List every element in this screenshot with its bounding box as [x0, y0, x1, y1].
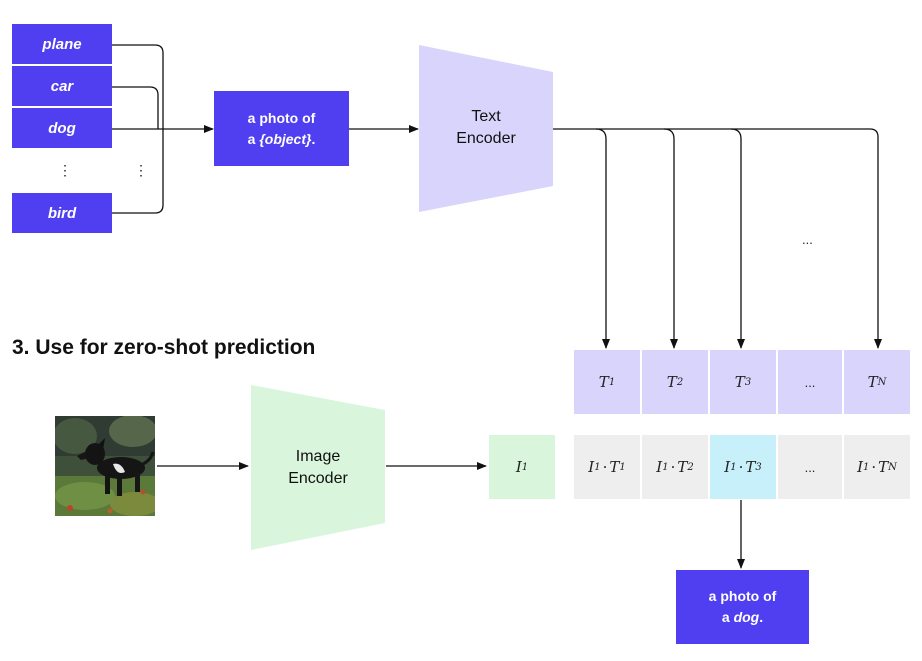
class-box-plane: plane — [12, 24, 112, 64]
result-object: dog — [733, 609, 760, 625]
section-heading: 3. Use for zero-shot prediction — [12, 336, 316, 359]
class-box-car: car — [12, 66, 112, 106]
text-embedding-ellipsis: ... — [778, 350, 842, 414]
class-label: car — [50, 77, 74, 95]
class-label: dog — [48, 119, 76, 137]
dog-photo — [55, 416, 155, 516]
bracket-car-line — [112, 86, 159, 129]
image-encoder-shape — [251, 385, 385, 550]
branch-t3-arrow — [730, 128, 745, 349]
prompt-object: {object} — [259, 130, 312, 147]
bracket-ellipsis: ⋮ — [134, 162, 148, 178]
encoder-out-line — [553, 128, 882, 349]
class-box-bird: bird — [12, 193, 112, 233]
class-list-ellipsis: ⋮ — [58, 162, 72, 178]
arrows-ellipsis: ... — [802, 232, 813, 247]
dot-product-ellipsis: ... — [778, 435, 842, 499]
prompt-line1: a photo of — [247, 109, 316, 126]
result-line1: a photo of — [708, 588, 777, 604]
branch-t1-arrow — [595, 128, 610, 349]
result-line2: a dog. — [721, 609, 764, 625]
class-box-dog: dog — [12, 108, 112, 148]
branch-t2-arrow — [663, 128, 678, 349]
prompt-line2: a {object}. — [247, 130, 316, 147]
text-encoder-shape — [419, 45, 553, 212]
class-label: bird — [47, 204, 77, 222]
prompt-template-box: a photo of a {object}. — [214, 91, 349, 166]
class-label: plane — [42, 35, 82, 53]
result-box: a photo of a dog. — [676, 570, 809, 644]
